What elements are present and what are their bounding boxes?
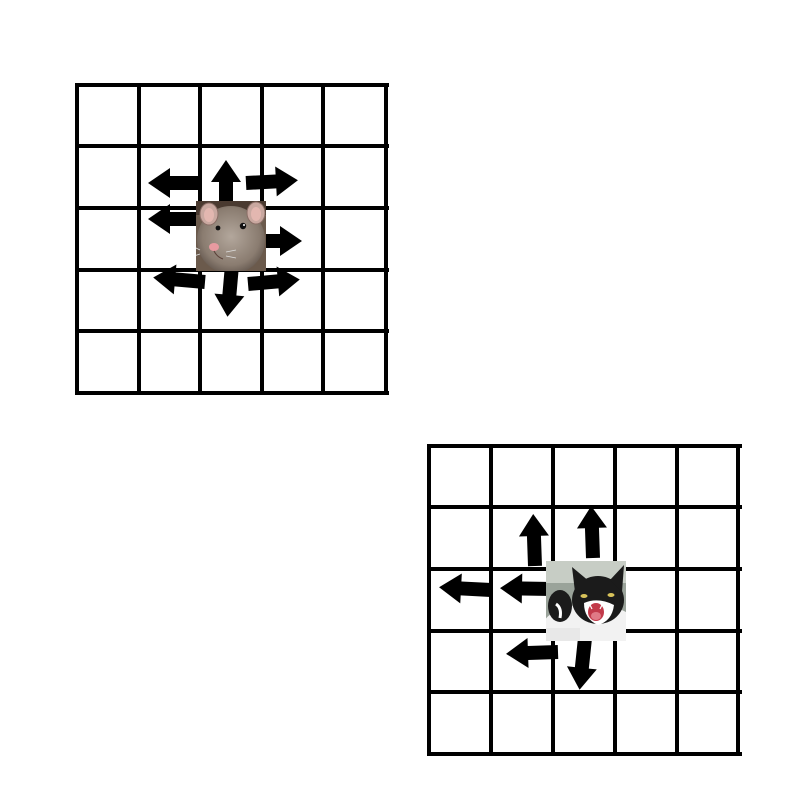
arrow-left-icon [148, 168, 200, 198]
cat-grid [427, 444, 742, 756]
arrow-left-icon [499, 573, 553, 604]
arrow-down-icon [564, 636, 600, 692]
arrow-up-icon [518, 513, 550, 567]
arrow-up-icon [576, 505, 608, 559]
arrow-right-icon [245, 165, 299, 198]
arrow-left-icon [438, 572, 492, 605]
cat-image [546, 561, 626, 641]
rat-image [196, 201, 266, 271]
arrow-left-icon [505, 637, 559, 669]
